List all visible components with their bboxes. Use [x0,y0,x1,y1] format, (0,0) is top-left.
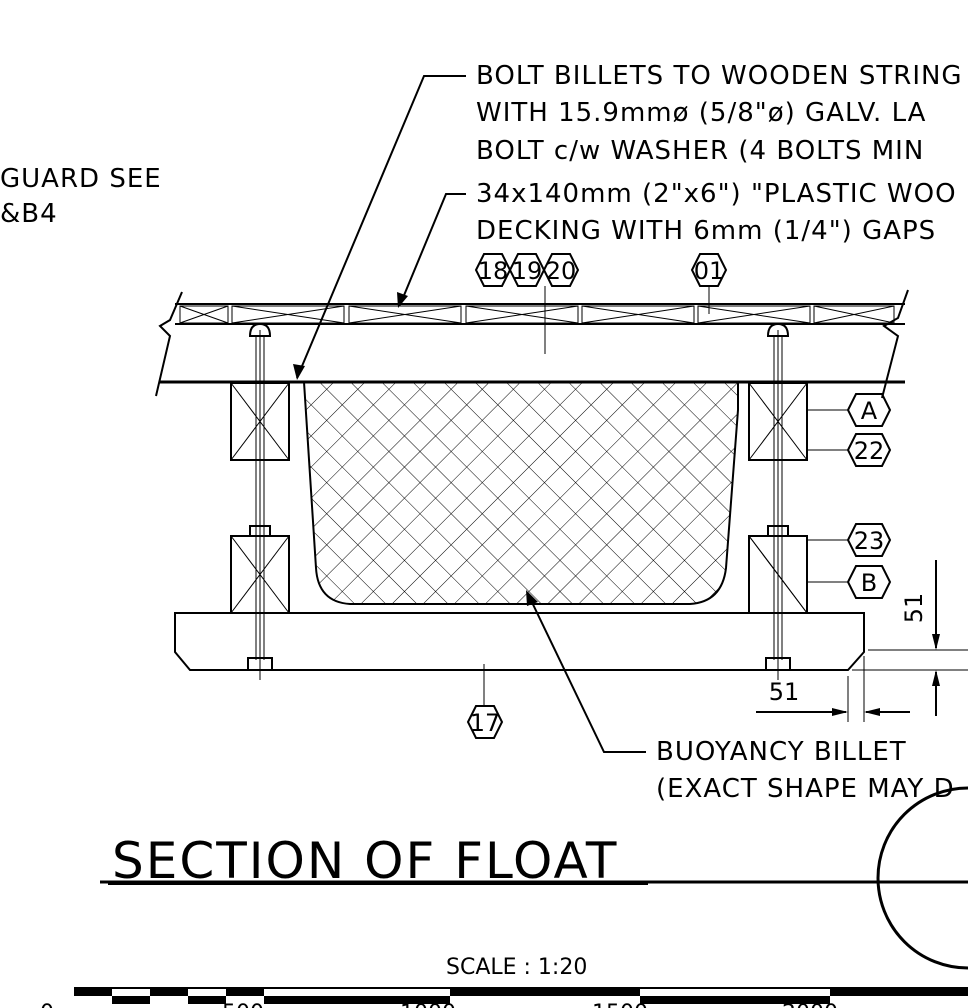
drawing-title: SECTION OF FLOAT [112,832,618,890]
tag-18-label: 18 [478,257,509,285]
tag-01-label: 01 [694,257,725,285]
tag-01-hexagon [690,253,728,287]
float-base-beam [174,612,865,671]
tag-17-label: 17 [470,709,501,737]
scale-tick-label: 1500 [592,1001,648,1008]
note-line: BOLT c/w WASHER (4 BOLTS MIN [476,136,924,166]
tag-20-label: 20 [546,257,577,285]
bolt-note-leader [296,75,466,379]
title-block: SECTION OF FLOAT [100,786,968,970]
tag-22-hexagon [846,433,892,467]
break-line-right [881,289,909,399]
note-line: WITH 15.9mmø (5/8"ø) GALV. LA [476,98,926,128]
tag-b-label: B [861,569,877,597]
note-line: GUARD SEE [0,164,162,194]
billet-note: BUOYANCY BILLET (EXACT SHAPE MAY D [656,737,955,804]
tag-22-label: 22 [854,437,885,465]
dimension-vertical-value: 51 [900,593,928,624]
billet-leader [526,590,646,753]
decking-note-leader [399,193,466,306]
tag-group-top: 18 19 20 01 [474,253,728,354]
leader-arrowhead [293,364,305,380]
tag-23-label: 23 [854,527,885,555]
decking-note: 34x140mm (2"x6") "PLASTIC WOO DECKING WI… [476,179,957,246]
dimension-vertical-51: 51 [852,560,968,716]
dimension-horizontal-value: 51 [769,678,800,706]
dimension-horizontal-51: 51 [756,656,910,722]
scale-label: SCALE : 1:20 [446,955,587,980]
scale-bar: SCALE : 1:20 0 500 1000 1500 2000 [40,955,968,1008]
note-line: BOLT BILLETS TO WOODEN STRING [476,61,963,91]
stringer-upper-left [230,382,290,461]
tag-17-hexagon [466,705,504,739]
bolt-left [247,322,273,680]
break-line-left [155,291,183,397]
note-line: 34x140mm (2"x6") "PLASTIC WOO [476,179,957,209]
scale-tick-label: 1000 [400,1001,456,1008]
bolt-right [765,322,791,680]
tag-a-label: A [861,397,878,425]
tag-a-hexagon [846,393,892,427]
note-line: DECKING WITH 6mm (1/4") GAPS [476,216,936,246]
scale-tick-label: 0 [40,1001,54,1008]
tag-23-hexagon [846,523,892,557]
note-line: &B4 [0,199,58,229]
tag-17-callout: 17 [466,664,504,739]
guard-note: GUARD SEE &B4 [0,164,162,229]
scale-tick-label: 500 [222,1001,264,1008]
tag-20-hexagon [542,253,580,287]
tag-b-hexagon [846,565,892,599]
title-bubble [876,786,968,970]
bolt-billets-note: BOLT BILLETS TO WOODEN STRING WITH 15.9m… [476,61,963,166]
note-line: BUOYANCY BILLET [656,737,907,767]
note-line: (EXACT SHAPE MAY D [656,774,955,804]
tag-19-label: 19 [512,257,543,285]
scale-tick-label: 2000 [782,1001,838,1008]
buoyancy-billet [302,381,739,605]
tag-group-right: A 22 23 B [807,393,892,599]
note-leaders [293,75,466,380]
stringer-upper-right [748,382,808,461]
